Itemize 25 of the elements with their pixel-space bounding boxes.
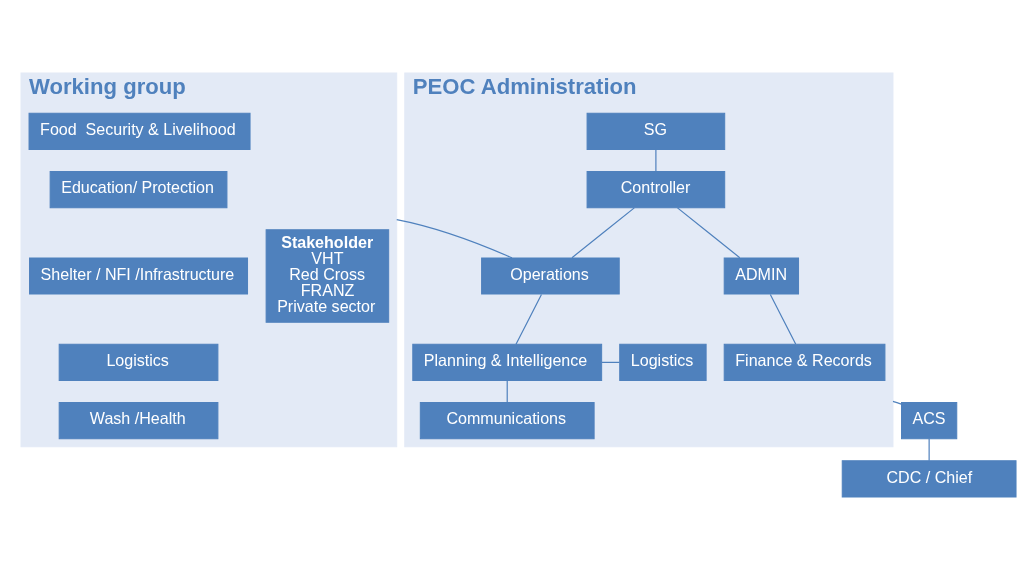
node-box: Shelter / NFI /Infrastructure (29, 257, 249, 295)
node-box: Controller (586, 171, 726, 209)
connector (396, 219, 513, 259)
node-box: Logistics (619, 343, 707, 381)
node-box: Stakeholder VHT Red Cross FRANZ Private sector (265, 229, 390, 323)
node-box: Wash /Health (58, 402, 219, 440)
node-box: Food Security & Livelihood (28, 112, 251, 150)
node-box: CDC / Chief (841, 460, 1017, 498)
node-box: Operations (481, 257, 620, 295)
connector (655, 148, 657, 173)
node-box: Communications (419, 402, 595, 440)
node-box: SG (586, 112, 726, 150)
connector (892, 400, 902, 405)
connector (769, 293, 797, 345)
node-box: ADMIN (723, 257, 800, 295)
node-box: ACS (901, 402, 958, 440)
node-box: Finance & Records (723, 343, 886, 381)
connector (928, 438, 930, 462)
node-box: Planning & Intelligence (412, 343, 603, 381)
connector (676, 207, 741, 259)
connector (571, 207, 635, 259)
connector (506, 379, 508, 404)
node-box: Education/ Protection (49, 171, 228, 209)
node-box: Logistics (58, 343, 219, 381)
connector (515, 293, 543, 345)
